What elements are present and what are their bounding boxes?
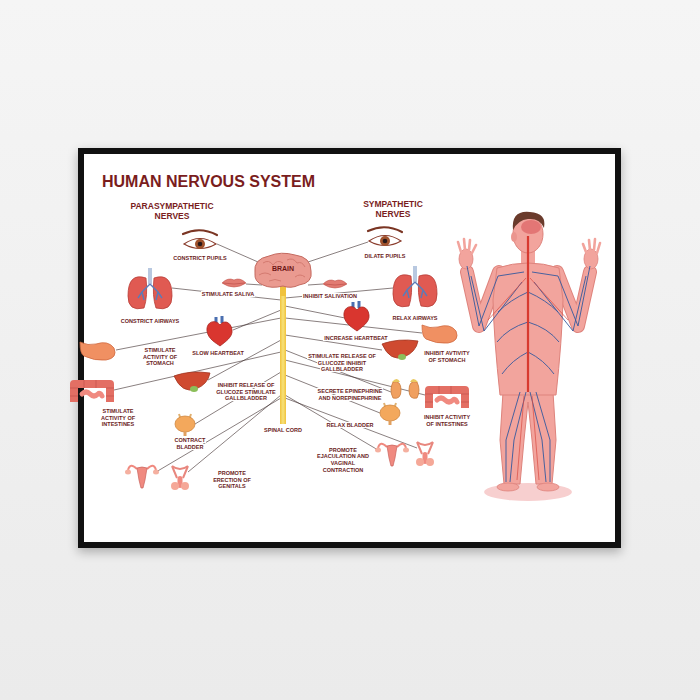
effect-label: CONSTRICT AIRWAYS xyxy=(120,318,180,324)
effect-label-box: PROMOTE EJACULATION AND VAGINAL CONTRACT… xyxy=(311,447,376,474)
effect-label: PROMOTE EJACULATION AND VAGINAL CONTRACT… xyxy=(316,447,370,473)
effect-label: INHIBIT RELEASE OF GLUCOZE STIMULATE GAL… xyxy=(215,382,276,401)
effect-label-box: PROMOTE ERECTION OF GENITALS xyxy=(207,470,257,490)
effect-label-box: STIMULATE SALIVA xyxy=(193,291,263,298)
effect-label: INHIBIT SALIVATION xyxy=(302,293,358,299)
effect-label-box: INHIBIT SALIVATION xyxy=(297,293,363,300)
spinal-cord-band: SPINAL CORD xyxy=(258,296,308,435)
section-heading-box: PARASYMPATHETIC NERVES xyxy=(124,202,220,222)
effect-label-box: INCREASE HEARTBEAT xyxy=(321,335,391,342)
effect-label: INHIBIT AVTIVITY OF STOMACH xyxy=(423,350,471,363)
effect-label: INHIBIT ACTIVITY OF INTESTINES xyxy=(423,414,471,427)
poster-title: HUMAN NERVOUS SYSTEM xyxy=(102,173,315,191)
section-heading: PARASYMPATHETIC NERVES xyxy=(129,201,214,221)
human-figure xyxy=(458,212,600,501)
effect-label: PROMOTE ERECTION OF GENITALS xyxy=(212,470,252,489)
nerve-leader-lines xyxy=(114,242,425,472)
effect-label: DILATE PUPILS xyxy=(364,253,407,259)
effect-label-box: INHIBIT RELEASE OF GLUCOZE STIMULATE GAL… xyxy=(213,382,279,402)
effect-label-box: SECRETE EPINEPHRINE AND NOREPINEPHRINE xyxy=(314,388,386,401)
effect-label-box: STIMULATE ACTIVITY OF STOMACH xyxy=(139,347,181,367)
effect-label: RELAX BLADDER xyxy=(325,422,374,428)
effect-label-box: SLOW HEARTBEAT xyxy=(188,350,248,357)
effect-label-box: RELAX AIRWAYS xyxy=(388,315,443,322)
section-heading-box: SYMPATHETIC NERVES xyxy=(357,200,429,220)
effect-label: SECRETE EPINEPHRINE AND NOREPINEPHRINE xyxy=(317,388,384,401)
effect-label: STIMULATE ACTIVITY OF STOMACH xyxy=(142,347,178,366)
effect-label: STIMULATE ACTIVITY OF INTESTINES xyxy=(100,408,136,427)
brain-node: BRAIN xyxy=(251,251,315,291)
effect-label-box: RELAX BLADDER xyxy=(323,422,378,429)
effect-label: CONSTRICT PUPILS xyxy=(172,255,227,261)
effect-label-box: DILATE PUPILS xyxy=(355,253,415,260)
section-heading: SYMPATHETIC NERVES xyxy=(362,199,424,219)
effect-label-box: CONTRACT BLADDER xyxy=(160,437,220,450)
effect-label-box: INHIBIT ACTIVITY OF INTESTINES xyxy=(421,414,473,427)
spinal-cord-label: SPINAL CORD xyxy=(258,427,308,434)
brain-label: BRAIN xyxy=(251,265,315,273)
effect-label: INCREASE HEARTBEAT xyxy=(323,335,388,341)
effect-label-box: STIMULATE RELEASE OF GLUCOZE INHIBIT GAL… xyxy=(307,353,377,373)
effect-label-box: INHIBIT AVTIVITY OF STOMACH xyxy=(423,350,471,363)
effect-label: RELAX AIRWAYS xyxy=(391,315,438,321)
effect-label: CONTRACT BLADDER xyxy=(174,437,207,450)
spinal-cord xyxy=(280,296,286,424)
effect-label-box: CONSTRICT AIRWAYS xyxy=(115,318,185,325)
effect-label-box: STIMULATE ACTIVITY OF INTESTINES xyxy=(94,408,142,428)
effect-label-box: CONSTRICT PUPILS xyxy=(165,255,235,262)
organ-icons xyxy=(70,227,469,490)
effect-label: STIMULATE RELEASE OF GLUCOZE INHIBIT GAL… xyxy=(307,353,377,372)
effect-label: STIMULATE SALIVA xyxy=(201,291,255,297)
effect-label: SLOW HEARTBEAT xyxy=(191,350,245,356)
